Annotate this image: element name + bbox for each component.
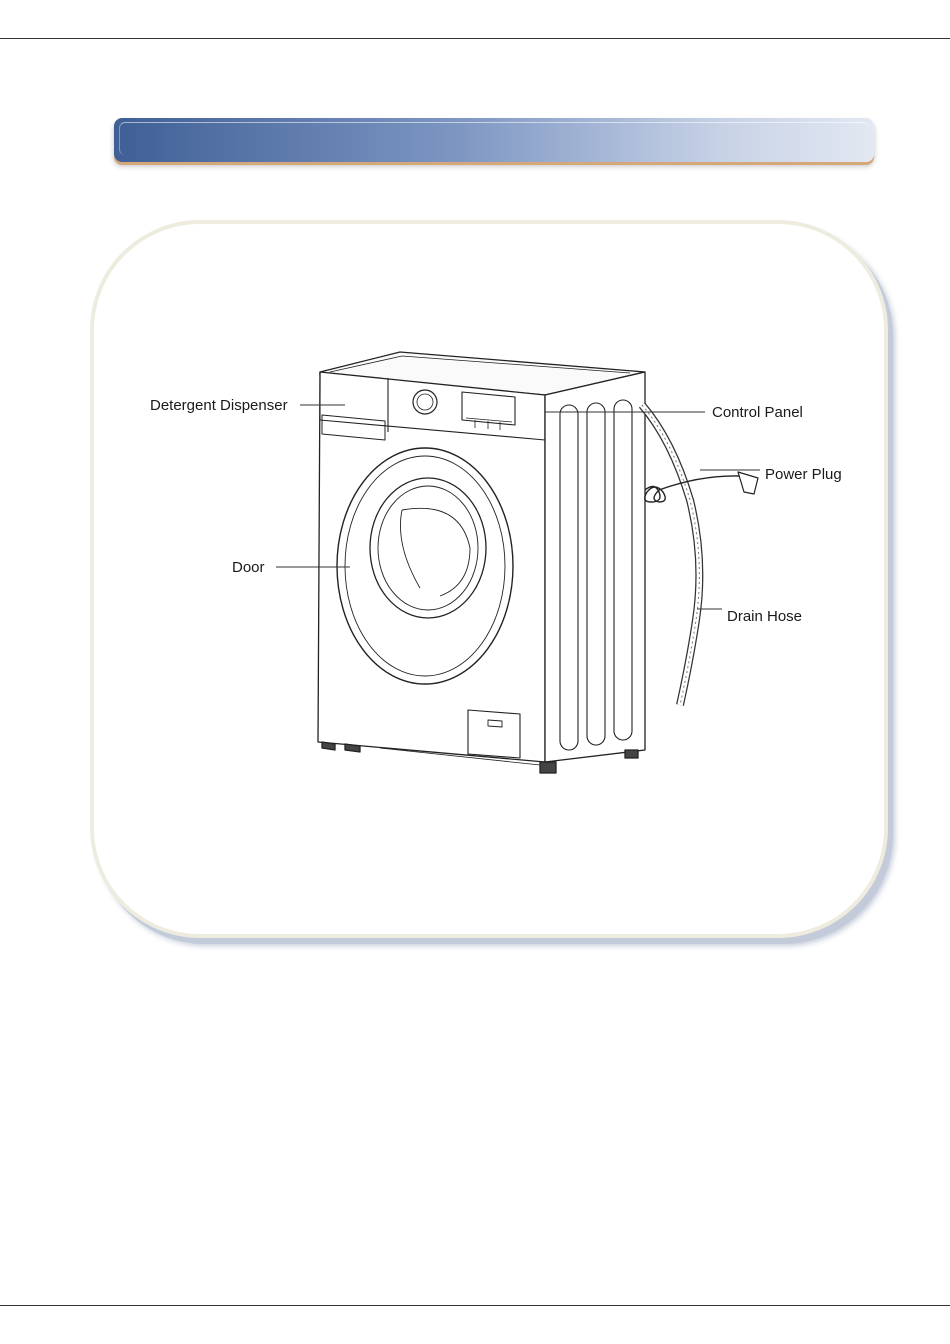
label-power-plug: Power Plug bbox=[765, 466, 842, 483]
washing-machine-drawing bbox=[318, 352, 758, 773]
label-drain-hose: Drain Hose bbox=[727, 608, 802, 625]
label-door: Door bbox=[232, 559, 265, 576]
label-control-panel: Control Panel bbox=[712, 404, 803, 421]
footer-rule bbox=[0, 1305, 950, 1306]
label-detergent-dispenser: Detergent Dispenser bbox=[150, 397, 288, 414]
